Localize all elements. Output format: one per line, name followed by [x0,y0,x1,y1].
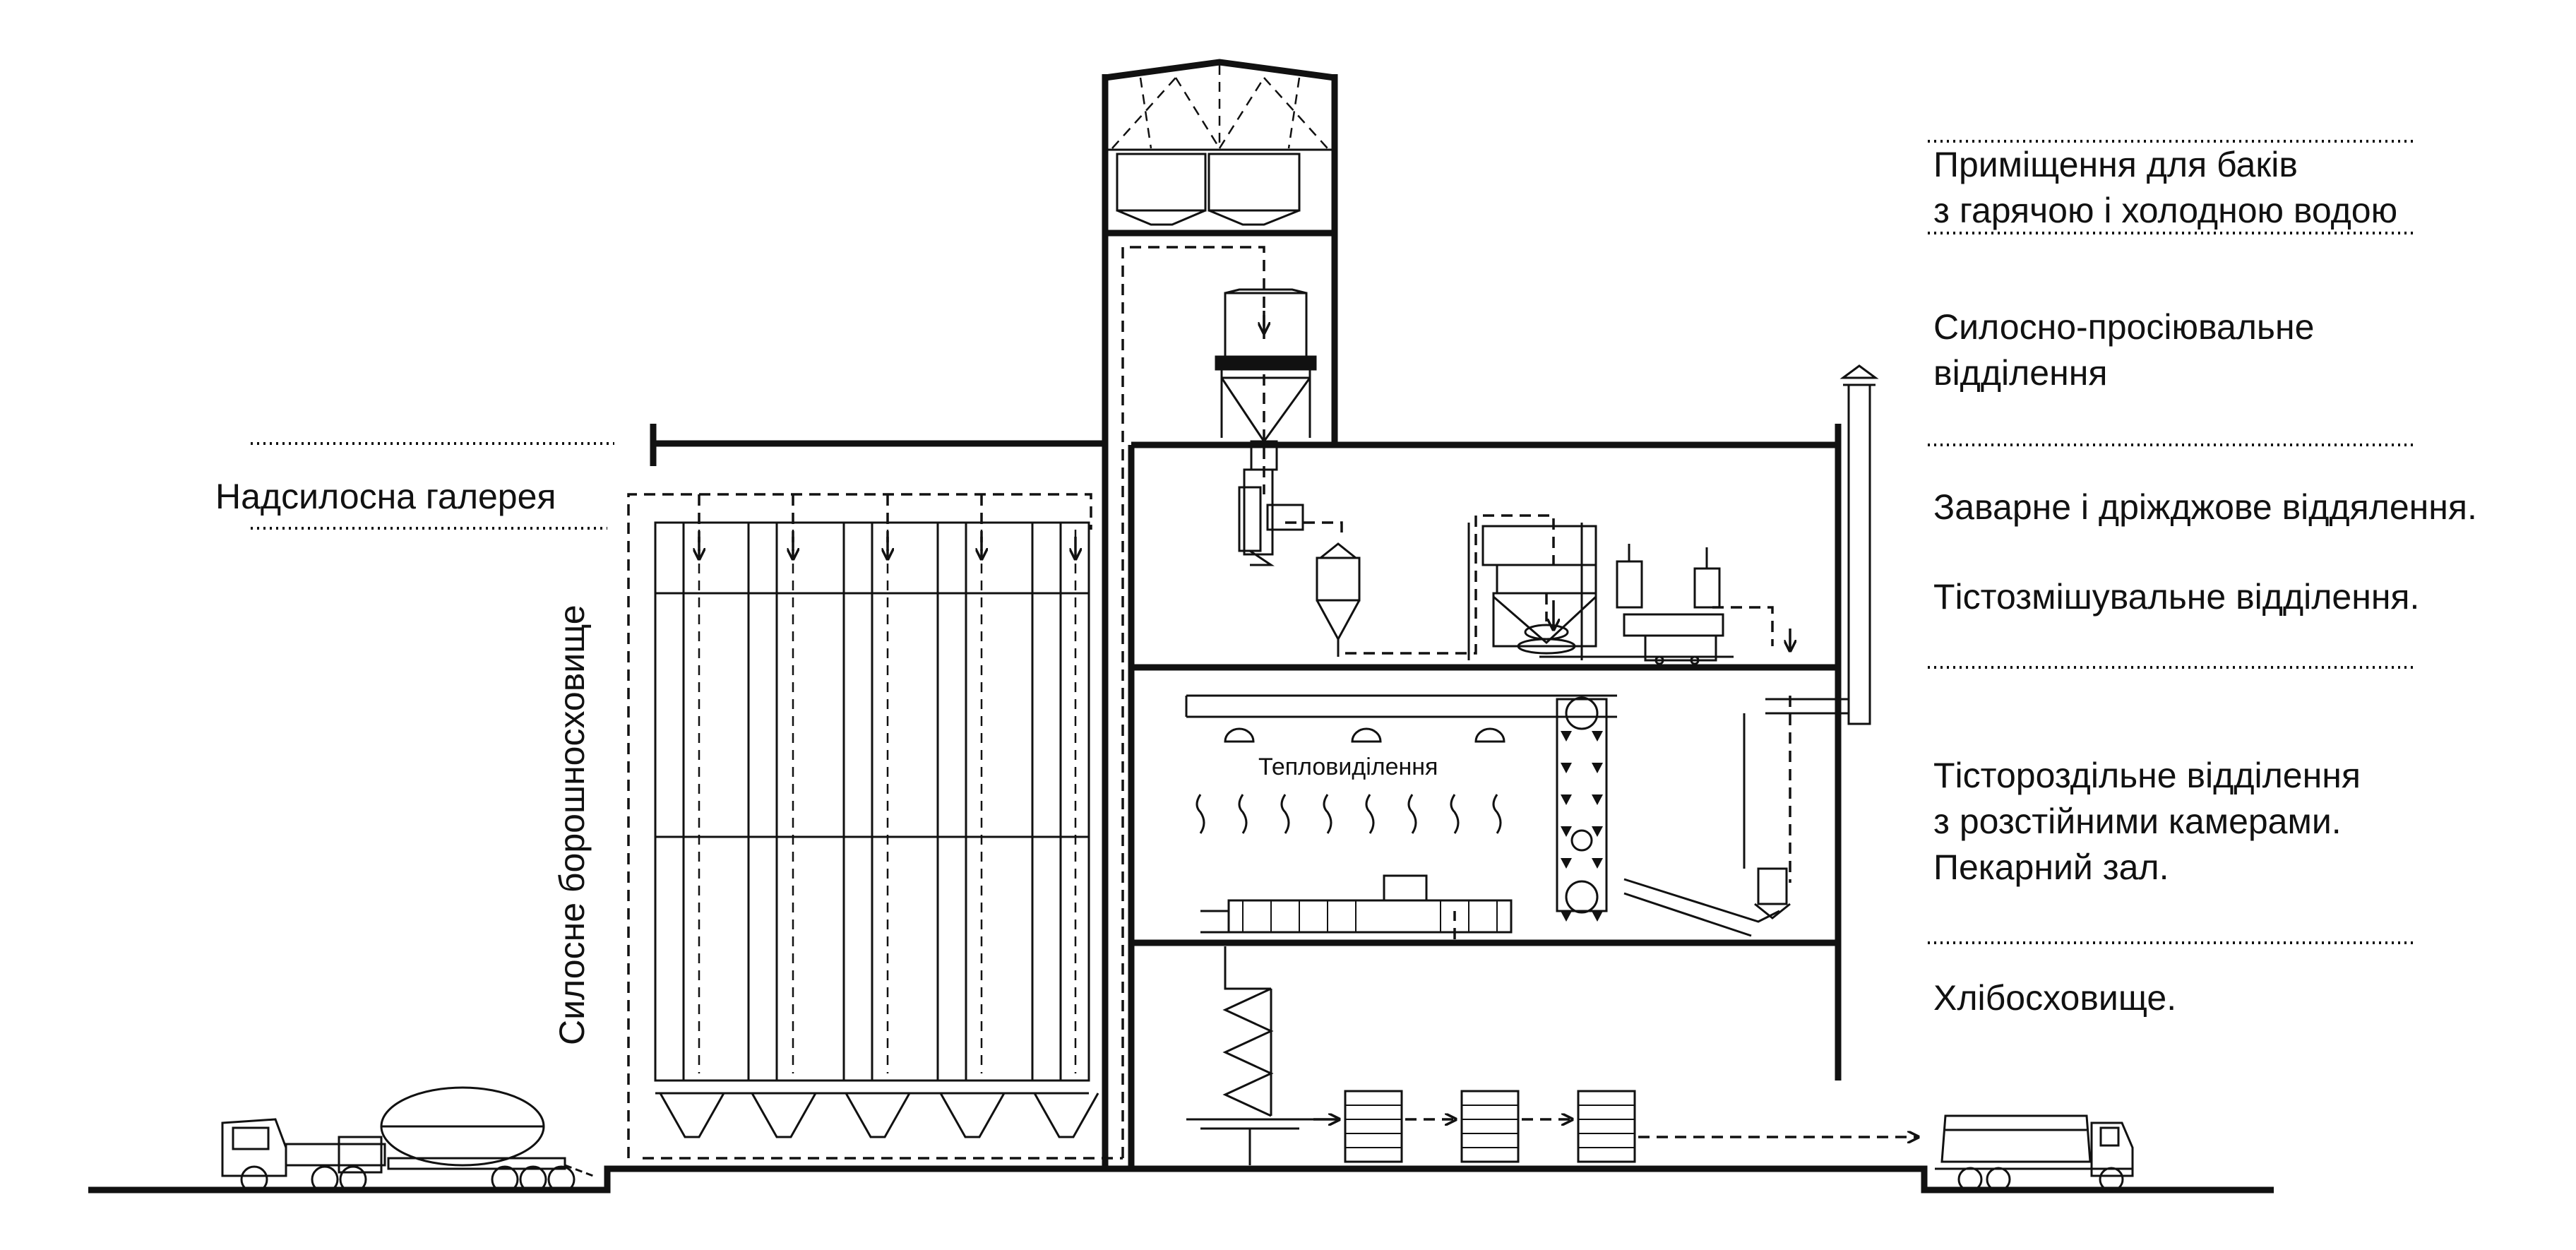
spiral-cooler [1186,946,1313,1165]
mixing-equipment [1316,523,1734,665]
flour-tanker-truck-icon [221,1086,594,1194]
product-flow [1263,374,1791,939]
label-bakery-hall: Пекарний зал. [1933,847,2169,887]
label-dough-dividing-line1: Тістороздільне відділення [1933,756,2361,795]
proofing-elevator [1185,694,1791,937]
bread-delivery-truck-icon [1935,1114,2134,1192]
label-flour-silo-storage: Силосне борошносховище [552,605,592,1045]
bread-racks [1344,1090,1636,1163]
label-dough-mixing: Тістозмішувальне відділення. [1933,577,2419,617]
water-tanks [1105,65,1335,226]
arrow-icon [699,311,1917,1137]
chimney [1743,364,1879,869]
sifting-equipment [1215,288,1317,566]
label-water-tanks-line2: з гарячою і холодною водою [1933,191,2397,230]
heat-wave-icon [1195,794,1502,834]
label-separators [251,140,2415,944]
label-heat-release: Тепловиділення [1258,754,1438,780]
label-silo-sifting-line2: відділення [1933,353,2107,393]
label-brewing-yeast: Заварне і дріжджове віддялення. [1933,487,2477,527]
label-silo-sifting-line1: Силосно-просіювальне [1933,307,2314,347]
ground-line [88,1165,2274,1194]
label-above-silo-gallery: Надсилосна галерея [215,477,556,516]
label-water-tanks-line1: Приміщення для баків [1933,145,2298,184]
building-structure [650,59,1842,1169]
label-dough-dividing-line2: з розстійними камерами. [1933,802,2342,841]
label-bread-storage: Хлібосховище. [1933,978,2176,1018]
flour-silos [627,246,1265,1160]
